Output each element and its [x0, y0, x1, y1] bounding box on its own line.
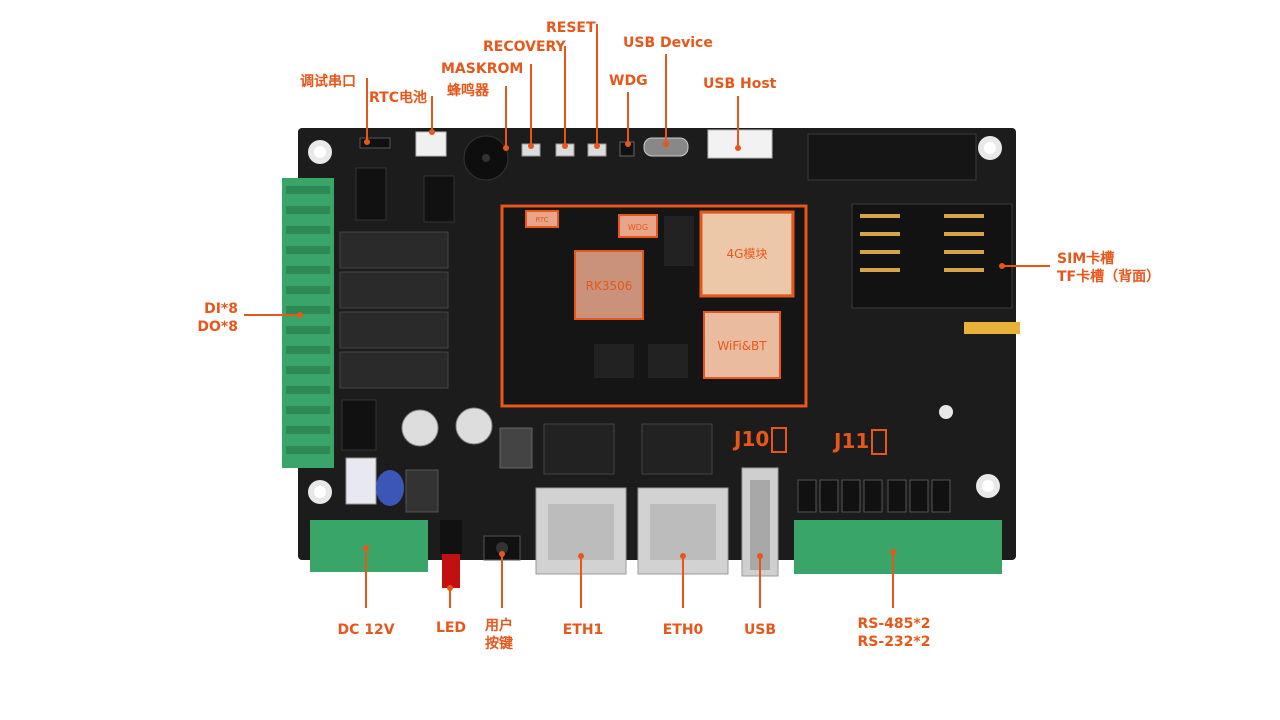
rs-terminal [794, 520, 1002, 574]
user-key-label: 用户 按键 [485, 617, 513, 653]
usb-host-connector [707, 129, 773, 159]
wifi-bt-highlight [703, 311, 781, 379]
sim-tf-slot [851, 203, 1013, 309]
di-do-terminal [282, 178, 334, 468]
4g-module-highlight [699, 210, 795, 298]
rs-label: RS-485*2 RS-232*2 [858, 615, 931, 651]
relay-block [339, 231, 449, 389]
dc-label: DC 12V [337, 622, 395, 638]
j11-outline [871, 429, 887, 455]
rtc-battery-connector [415, 131, 447, 157]
maskrom-label: MASKROM [441, 61, 524, 77]
sim-tf-label: SIM卡槽 TF卡槽（背面） [1057, 250, 1160, 286]
usb-device-label: USB Device [623, 35, 713, 51]
mounting-hole [984, 142, 996, 154]
buzzer-label: 蜂鸣器 [447, 83, 489, 99]
j10-label: J10 [732, 427, 769, 451]
rtc-battery-label: RTC电池 [369, 90, 427, 106]
tf-slot-label: TF卡槽（背面） [1057, 269, 1161, 285]
rtc-chip-label: RTC [535, 216, 548, 224]
sim-slot-label: SIM卡槽 [1057, 251, 1115, 267]
soc-label: RK3506 [586, 279, 633, 293]
rtc-chip-highlight [525, 210, 559, 228]
rs232-label: RS-232*2 [857, 634, 931, 650]
user-key-line2: 按键 [485, 636, 513, 652]
mounting-hole [314, 146, 326, 158]
j11-label: J11 [832, 429, 869, 453]
led-label: LED [435, 620, 467, 636]
usb-label: USB [743, 622, 777, 638]
usb-host-label: USB Host [703, 76, 777, 92]
debug-uart-label: 调试串口 [300, 74, 356, 90]
mounting-hole [982, 480, 994, 492]
mounting-hole [939, 405, 953, 419]
eth0-label: ETH0 [662, 622, 704, 638]
j10-outline [771, 427, 787, 453]
di-label: DI*8 [204, 301, 238, 317]
reset-label: RESET [546, 20, 596, 36]
do-label: DO*8 [197, 319, 238, 335]
4g-module-label: 4G模块 [727, 247, 768, 261]
wifi-bt-label: WiFi&BT [717, 339, 767, 353]
led [442, 550, 460, 588]
debug-header [359, 137, 391, 149]
di-do-label: DI*8 DO*8 [190, 300, 238, 336]
wdg-label: WDG [609, 73, 648, 89]
recovery-label: RECOVERY [483, 39, 566, 55]
wdg-chip-label: WDG [628, 223, 648, 232]
mounting-hole [314, 486, 326, 498]
wdg-chip-highlight [618, 214, 658, 238]
soc-highlight [574, 250, 644, 320]
rs485-label: RS-485*2 [857, 616, 931, 632]
dc-terminal [310, 520, 428, 572]
user-key-line1: 用户 [485, 618, 513, 634]
eth1-label: ETH1 [562, 622, 604, 638]
core-module-outline [500, 204, 808, 408]
